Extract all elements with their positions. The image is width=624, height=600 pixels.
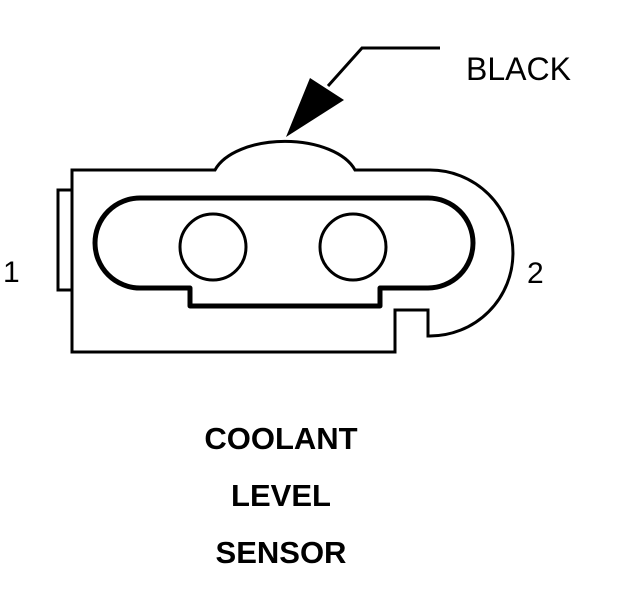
- terminal-cavity: [92, 195, 476, 309]
- callout-arrowhead: [286, 78, 344, 137]
- pin-label-2: 2: [527, 257, 544, 290]
- caption-line-2: LEVEL: [231, 478, 331, 513]
- callout-label: BLACK: [466, 51, 571, 87]
- callout-leader-line: [326, 46, 440, 88]
- connector-housing: [70, 139, 515, 354]
- locking-tab: [56, 188, 72, 292]
- pin-label-1: 1: [3, 256, 20, 289]
- terminal-pin-2: [318, 212, 388, 282]
- caption-line-1: COOLANT: [204, 421, 357, 456]
- caption-line-3: SENSOR: [216, 535, 347, 570]
- terminal-pin-1: [178, 212, 248, 282]
